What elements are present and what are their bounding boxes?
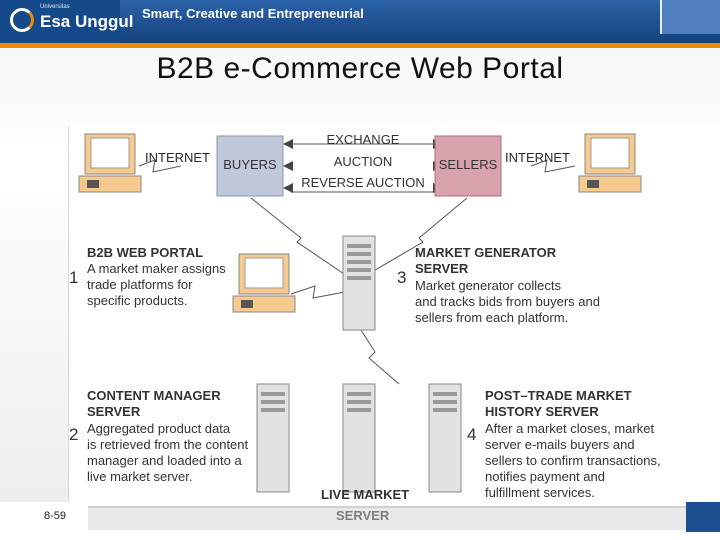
step-2-number: 2 (69, 425, 79, 444)
step-2-line-3: manager and loaded into a (87, 453, 242, 468)
connector-line (290, 285, 346, 299)
step-2-heading-1: CONTENT MANAGER (87, 388, 221, 403)
content-manager-server-icon (256, 383, 290, 493)
footer-corner-tab (686, 502, 720, 532)
arrow-head (283, 139, 293, 149)
step-4-line-1: After a market closes, market (485, 421, 655, 436)
step-2-heading-2: SERVER (87, 404, 141, 419)
logo-subtitle: Universitas (40, 4, 70, 10)
header-edge-panel (660, 0, 720, 34)
exchange-label: EXCHANGE (326, 132, 400, 147)
step-4-heading-1: POST–TRADE MARKET (485, 388, 632, 403)
internet-label-left: INTERNET (145, 150, 210, 165)
step-3-line-3: sellers from each platform. (415, 310, 569, 325)
header-tagline: Smart, Creative and Entrepreneurial (142, 6, 364, 21)
step-3-heading-1: MARKET GENERATOR (415, 245, 557, 260)
step-1-number: 1 (69, 268, 79, 287)
connector-line (250, 197, 348, 277)
step-2-line-4: live market server. (87, 469, 193, 484)
header-gradient (120, 0, 720, 48)
footer-bar (88, 506, 688, 530)
step-1-line-3: specific products. (87, 293, 188, 308)
step-2-line-1: Aggregated product data (87, 421, 231, 436)
connector-line (138, 159, 182, 173)
slide-number: 8-59 (44, 510, 67, 522)
step-2-line-2: is retrieved from the content (87, 437, 249, 452)
step-4-line-3: sellers to confirm transactions, (485, 453, 661, 468)
sellers-label: SELLERS (438, 157, 498, 172)
step-4-line-4: notifies payment and (485, 469, 605, 484)
header-accent-rule (0, 43, 720, 48)
post-trade-server-icon (428, 383, 462, 493)
step-1-line-1: A market maker assigns (87, 261, 226, 276)
step-4-number: 4 (467, 425, 477, 444)
arrow-head (283, 183, 293, 193)
diagram-graphics (78, 133, 642, 493)
internet-label-right: INTERNET (505, 150, 570, 165)
header-bar: Universitas Esa Unggul Smart, Creative a… (0, 0, 720, 48)
step-3-number: 3 (397, 268, 407, 287)
live-market-label: LIVE MARKET (321, 487, 410, 502)
step-4-heading-2: HISTORY SERVER (485, 404, 599, 419)
computer-icon-portal (232, 253, 296, 313)
arrow-head (283, 161, 293, 171)
market-generator-server-icon (342, 235, 376, 331)
connector-line (360, 329, 400, 385)
reverse-auction-label: REVERSE AUCTION (301, 175, 425, 190)
step-3-heading-2: SERVER (415, 261, 469, 276)
buyers-box (216, 135, 284, 197)
live-market-server-icon (342, 383, 376, 493)
slide-title: B2B e-Commerce Web Portal (156, 52, 564, 85)
buyers-label: BUYERS (223, 157, 277, 172)
step-3-line-2: and tracks bids from buyers and (415, 294, 600, 309)
computer-icon-right (578, 133, 642, 193)
server-label: SERVER (336, 508, 390, 523)
auction-label: AUCTION (333, 154, 393, 169)
footer: 8-59 SERVER (0, 502, 720, 540)
diagram-figure: INTERNET INTERNET BUYERS SELLERS EXCHANG… (68, 126, 720, 502)
step-1-heading: B2B WEB PORTAL (87, 245, 204, 260)
step-4-line-5: fulfillment services. (485, 485, 595, 500)
university-logo-icon (10, 8, 34, 32)
step-4-line-2: server e-mails buyers and (485, 437, 635, 452)
step-3-line-1: Market generator collects (415, 278, 561, 293)
connector-line (530, 159, 576, 173)
step-1-line-2: trade platforms for (87, 277, 193, 292)
logo-name: Esa Unggul (40, 12, 134, 31)
connector-line (364, 197, 468, 277)
sellers-box (434, 135, 502, 197)
computer-icon-left (78, 133, 142, 193)
